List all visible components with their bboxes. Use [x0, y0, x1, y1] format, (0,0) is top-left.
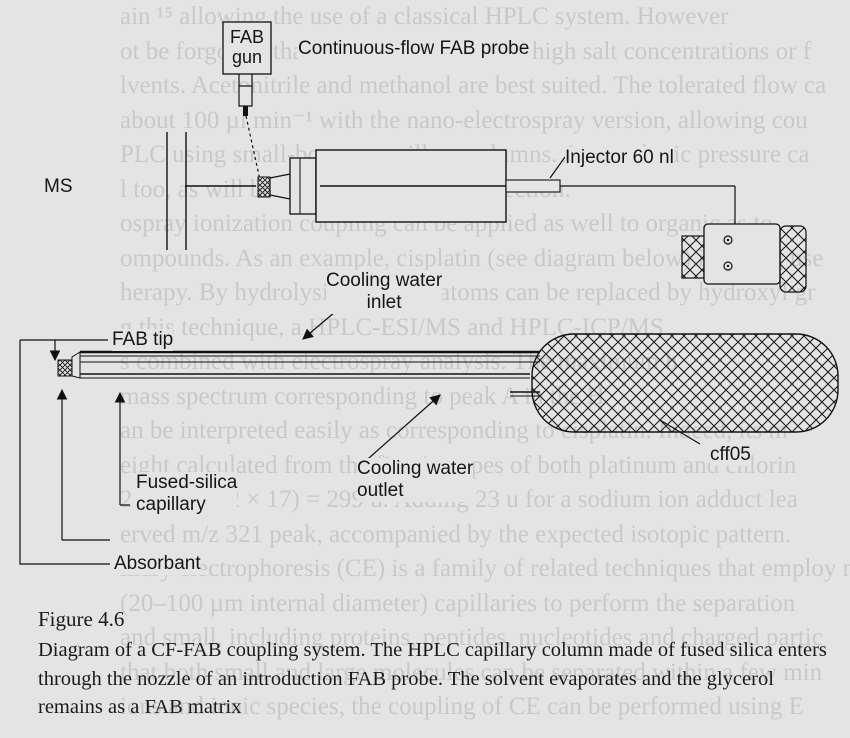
- bleed-text-line: lvents. Acetonitrile and methanol are be…: [120, 72, 827, 99]
- fused-silica-line1: Fused-silica: [136, 472, 238, 493]
- fused-silica-line2: capillary: [136, 494, 206, 515]
- absorbant-label: Absorbant: [114, 553, 201, 575]
- capillary-line: [57, 350, 540, 397]
- bleed-text-line: that both small and large molecules can …: [120, 658, 823, 686]
- bleed-text-line: and small, including proteins, peptides,…: [120, 624, 823, 651]
- leader-lines: [19, 156, 701, 565]
- fab-gun-label-line1: FAB: [229, 27, 264, 47]
- cff05-label: cff05: [710, 444, 751, 466]
- cooling-water-outlet-line2: outlet: [357, 480, 404, 501]
- cooling-water-outlet-line1: Cooling water: [357, 458, 474, 479]
- bleed-text-line: illary electrophoresis (CE) is a family …: [120, 555, 850, 582]
- bleed-text-line: erved m/z 321 peak, accompanied by the e…: [120, 520, 792, 548]
- cf-fab-diagram: [19, 21, 839, 565]
- cff05-column: [531, 333, 839, 433]
- figure-caption: Figure 4.6 Diagram of a CF-FAB coupling …: [38, 605, 843, 722]
- bleed-text-line: ain ¹⁵ allowing the use of a classical H…: [120, 3, 729, 30]
- figure-caption-title: Figure 4.6: [38, 607, 125, 631]
- ms-plates: [166, 132, 271, 250]
- fused-silica-capillary-label: Fused-silica capillary: [136, 472, 238, 516]
- figure-caption-text: Diagram of a CF-FAB coupling system. The…: [38, 639, 827, 718]
- continuous-flow-fab-probe-label: Continuous-flow FAB probe: [298, 38, 530, 60]
- injector: [560, 185, 807, 293]
- bleed-text-line: ions and ionic species, the coupling of …: [120, 693, 804, 720]
- fab-gun-label-line2: gun: [231, 47, 263, 67]
- ms-label: MS: [44, 176, 73, 198]
- cooling-water-inlet-label: Cooling water inlet: [326, 270, 443, 314]
- bleed-text-line: (20–100 µm internal diameter) capillarie…: [120, 589, 796, 617]
- fab-gun-label: FAB gun: [223, 27, 271, 67]
- fab-probe-body: [269, 149, 561, 223]
- bleed-text-line: herapy. By hydrolysis, chlorine atoms ca…: [120, 279, 816, 306]
- fab-gun: [222, 21, 272, 181]
- injector-label: Injector 60 nl: [565, 147, 674, 169]
- fab-tip-label: FAB tip: [112, 329, 174, 351]
- bleed-text-line: about 100 µl min⁻¹ with the nano-electro…: [120, 106, 808, 134]
- cooling-water-inlet-line2: inlet: [366, 292, 402, 313]
- cooling-water-inlet-line1: Cooling water: [326, 270, 443, 291]
- cooling-water-outlet-label: Cooling water outlet: [357, 458, 474, 502]
